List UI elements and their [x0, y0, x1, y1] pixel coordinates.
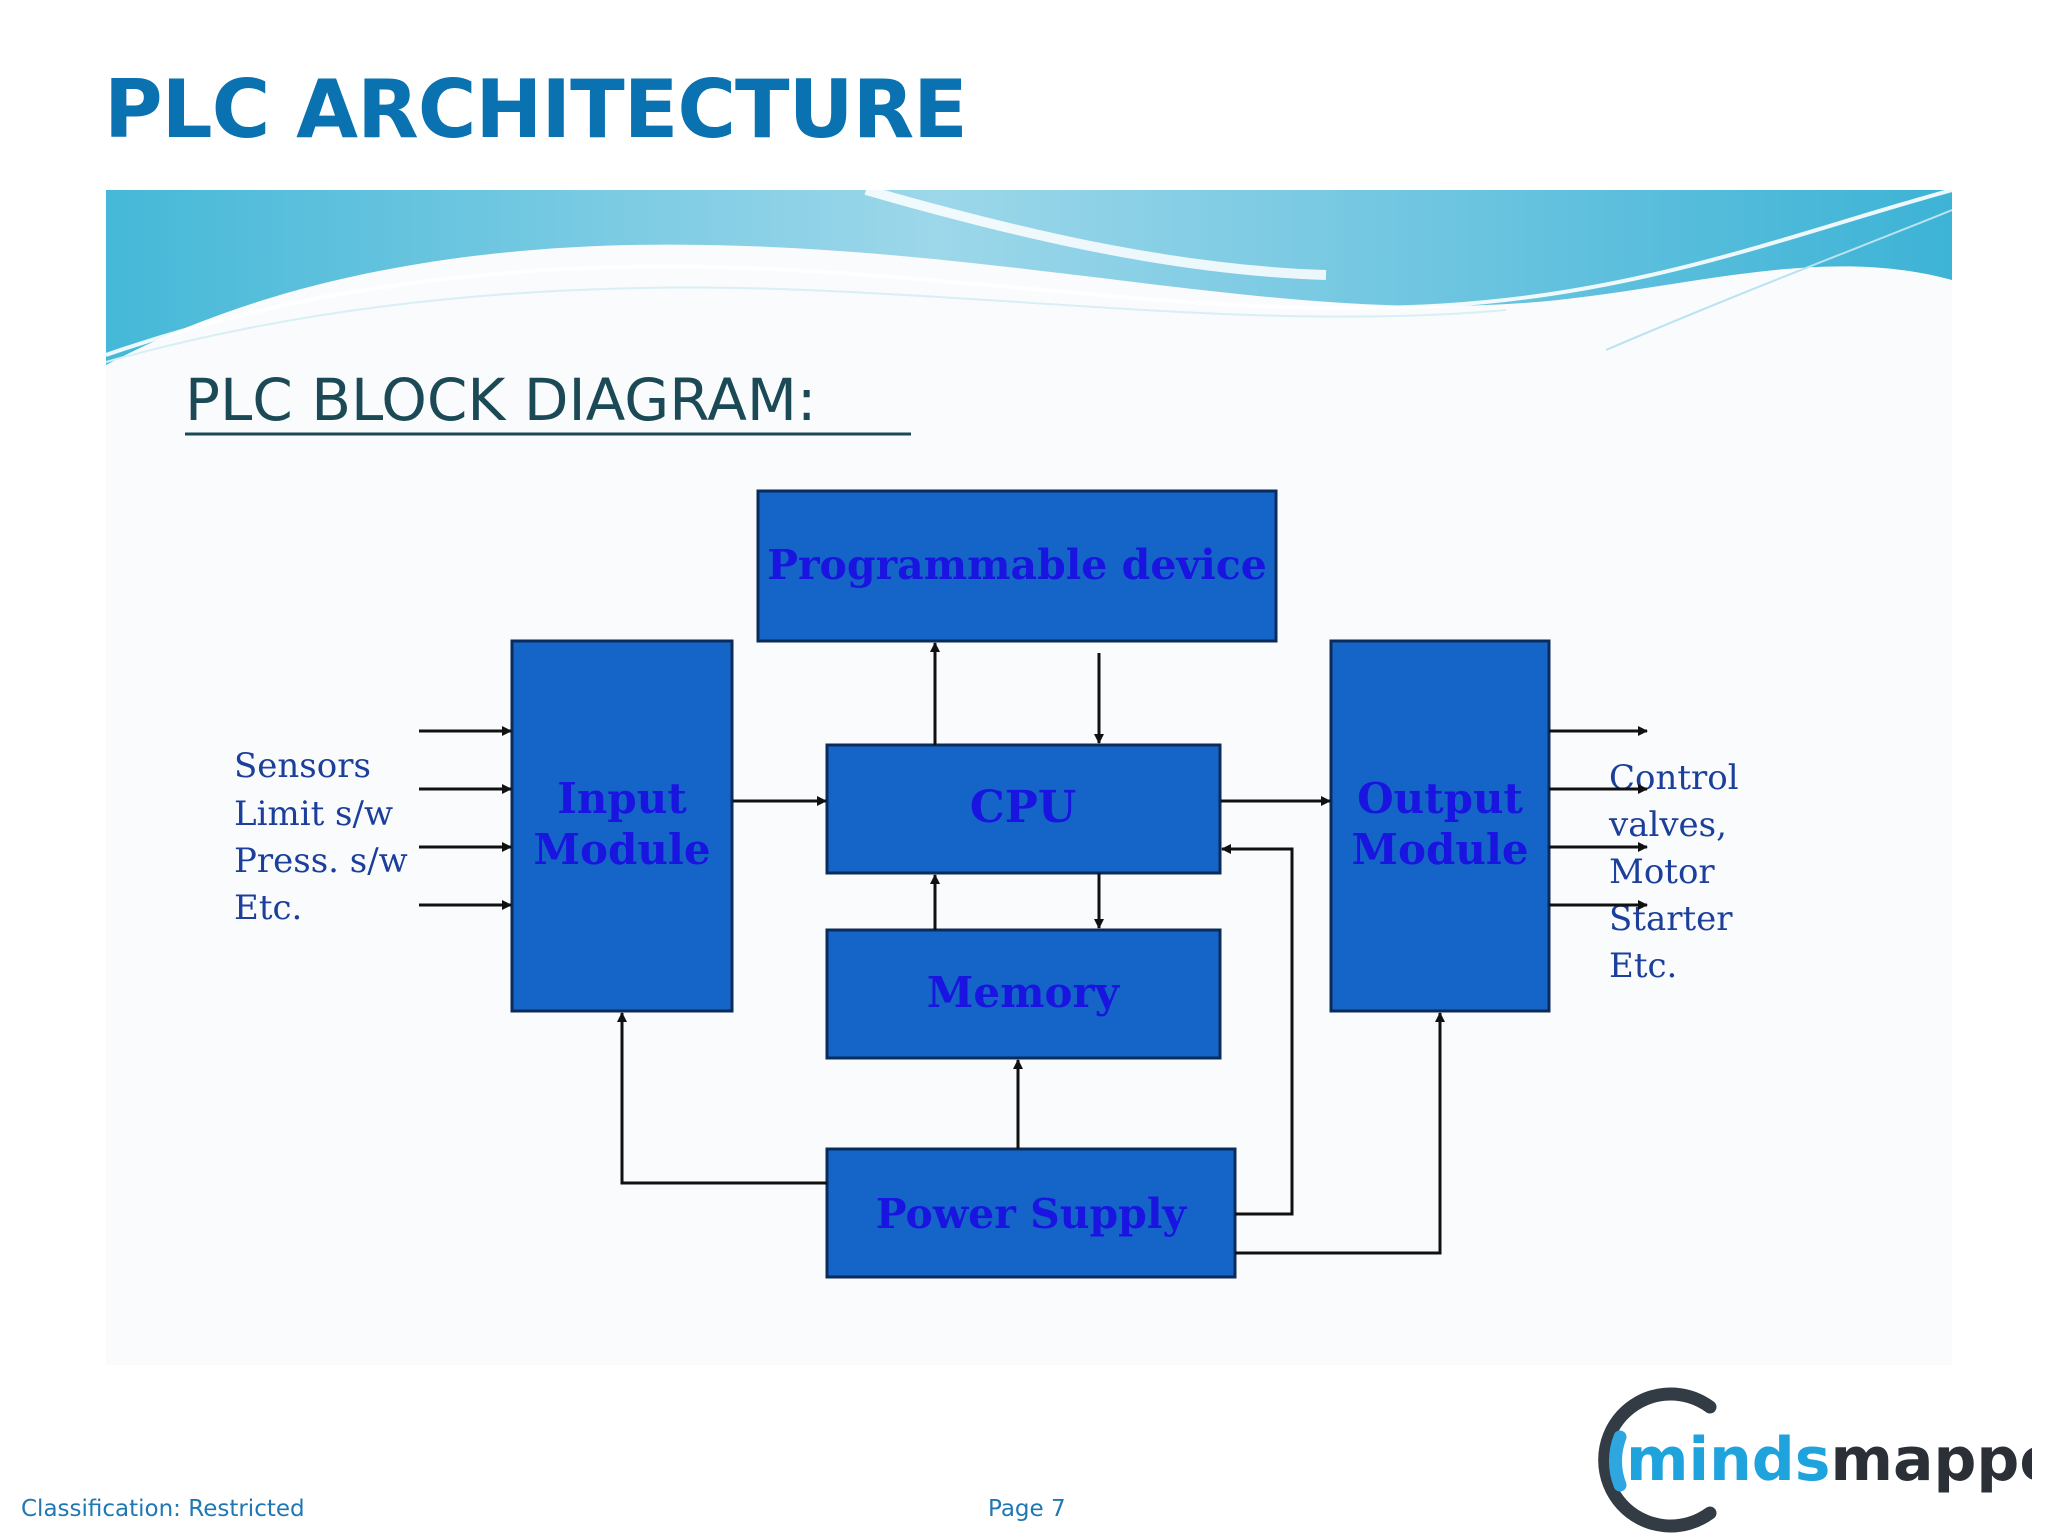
svg-text:mindsmapped: mindsmapped — [1626, 1425, 2032, 1495]
input-label-pressure-switch: Press. s/w — [234, 841, 408, 881]
logo-text-mapped: mapped — [1830, 1425, 2032, 1495]
output-module-label-line1: Output — [1357, 774, 1523, 823]
logo-ring-accent — [1608, 1430, 1627, 1492]
cpu-label: CPU — [970, 782, 1076, 833]
logo-text-minds: minds — [1626, 1425, 1830, 1495]
output-label-etc: Etc. — [1609, 946, 1677, 986]
input-labels: Sensors Limit s/w Press. s/w Etc. — [234, 746, 408, 928]
input-label-sensors: Sensors — [234, 746, 371, 786]
input-module-label-line1: Input — [557, 774, 687, 823]
programmable-device-block: Programmable device — [756, 489, 1278, 643]
input-module-label-line2: Module — [533, 825, 710, 874]
input-module-block: Input Module — [510, 639, 734, 1013]
output-label-motor: Motor — [1609, 852, 1715, 892]
diagram-heading: PLC BLOCK DIAGRAM: — [185, 366, 816, 434]
decorative-wave — [106, 190, 1952, 365]
memory-label: Memory — [927, 968, 1121, 1017]
mindsmapped-logo: mindsmapped — [1592, 1385, 2048, 1535]
output-label-control: Control — [1609, 758, 1739, 798]
input-label-etc: Etc. — [234, 888, 302, 928]
page-number: Page 7 — [988, 1496, 1066, 1522]
output-module-block: Output Module — [1329, 639, 1551, 1013]
connector-arrows — [419, 642, 1648, 1255]
classification-label: Classification: Restricted — [21, 1496, 305, 1522]
output-module-label-line2: Module — [1351, 825, 1528, 874]
power-supply-label: Power Supply — [876, 1190, 1188, 1238]
cpu-block: CPU — [825, 743, 1222, 875]
power-supply-block: Power Supply — [825, 1147, 1237, 1279]
output-label-valves: valves, — [1608, 805, 1727, 845]
logo-ring — [1598, 1387, 1717, 1533]
programmable-device-label: Programmable device — [767, 541, 1267, 589]
memory-block: Memory — [825, 928, 1222, 1060]
input-label-limit-switch: Limit s/w — [234, 794, 393, 834]
output-labels: Control valves, Motor Starter Etc. — [1608, 758, 1739, 986]
block-diagram-image: PLC BLOCK DIAGRAM: Programmable device I… — [106, 190, 1952, 1365]
slide-title: PLC ARCHITECTURE — [104, 63, 968, 156]
